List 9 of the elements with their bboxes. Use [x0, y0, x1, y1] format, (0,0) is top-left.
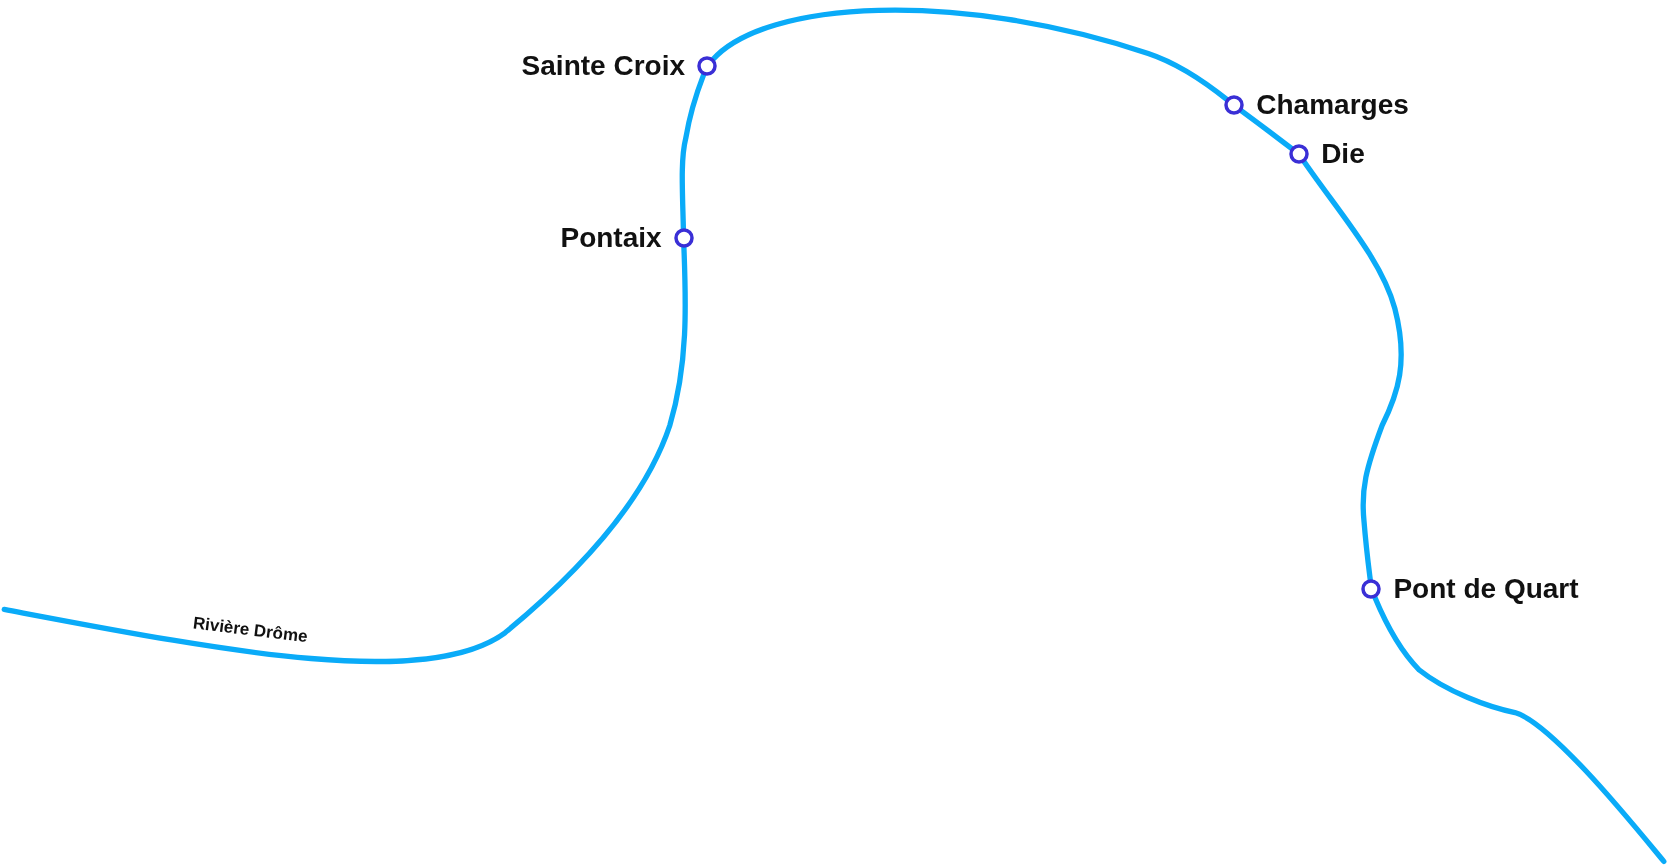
station-name: Chamarges — [1256, 89, 1409, 122]
river-line — [709, 7, 1231, 103]
station-name: Die — [1321, 138, 1365, 171]
station-name: Sainte Croix — [521, 49, 685, 82]
river-line — [1238, 107, 1296, 152]
river-line — [1, 244, 688, 665]
station-name: Pont de Quart — [1393, 572, 1579, 605]
river-line — [1372, 594, 1667, 865]
station-name: Pontaix — [560, 222, 662, 255]
